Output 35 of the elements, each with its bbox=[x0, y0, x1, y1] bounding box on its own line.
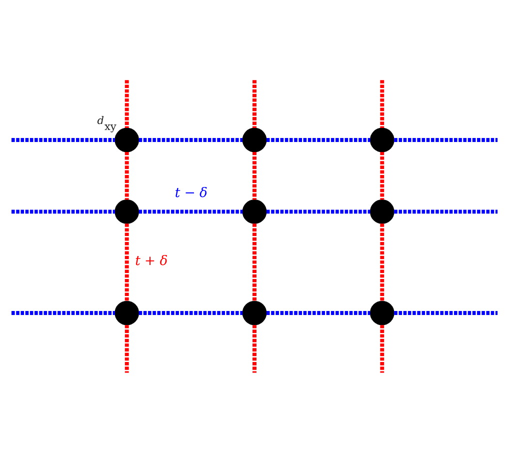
connector bbox=[380, 80, 384, 128]
node-circle bbox=[242, 200, 267, 224]
connector bbox=[138, 210, 243, 214]
connector bbox=[252, 224, 256, 301]
connector bbox=[12, 311, 115, 315]
node-circle bbox=[114, 128, 140, 152]
connector bbox=[380, 325, 384, 373]
connector bbox=[138, 138, 243, 142]
connector bbox=[12, 138, 115, 142]
connector bbox=[124, 80, 129, 128]
connector bbox=[266, 210, 370, 214]
connector bbox=[266, 311, 370, 315]
connector bbox=[380, 224, 384, 301]
connector bbox=[394, 210, 498, 214]
edge-label: t − δ bbox=[174, 186, 208, 202]
connector bbox=[394, 138, 498, 142]
connector bbox=[394, 311, 498, 315]
node-circle bbox=[242, 300, 267, 326]
connector bbox=[252, 325, 256, 373]
connector bbox=[252, 80, 256, 128]
connector bbox=[266, 138, 370, 142]
connector bbox=[252, 152, 256, 200]
node-circle bbox=[114, 300, 140, 326]
connector bbox=[380, 152, 384, 200]
connector bbox=[124, 224, 129, 301]
node-circle bbox=[370, 300, 394, 326]
edge-label: t + δ bbox=[135, 254, 168, 269]
node-circle bbox=[370, 128, 394, 152]
connector bbox=[138, 311, 243, 315]
connector bbox=[124, 325, 129, 373]
node-circle bbox=[114, 200, 140, 224]
node-circle bbox=[370, 200, 394, 224]
node-circle bbox=[242, 128, 267, 152]
connector bbox=[124, 152, 129, 200]
connector bbox=[12, 210, 115, 214]
